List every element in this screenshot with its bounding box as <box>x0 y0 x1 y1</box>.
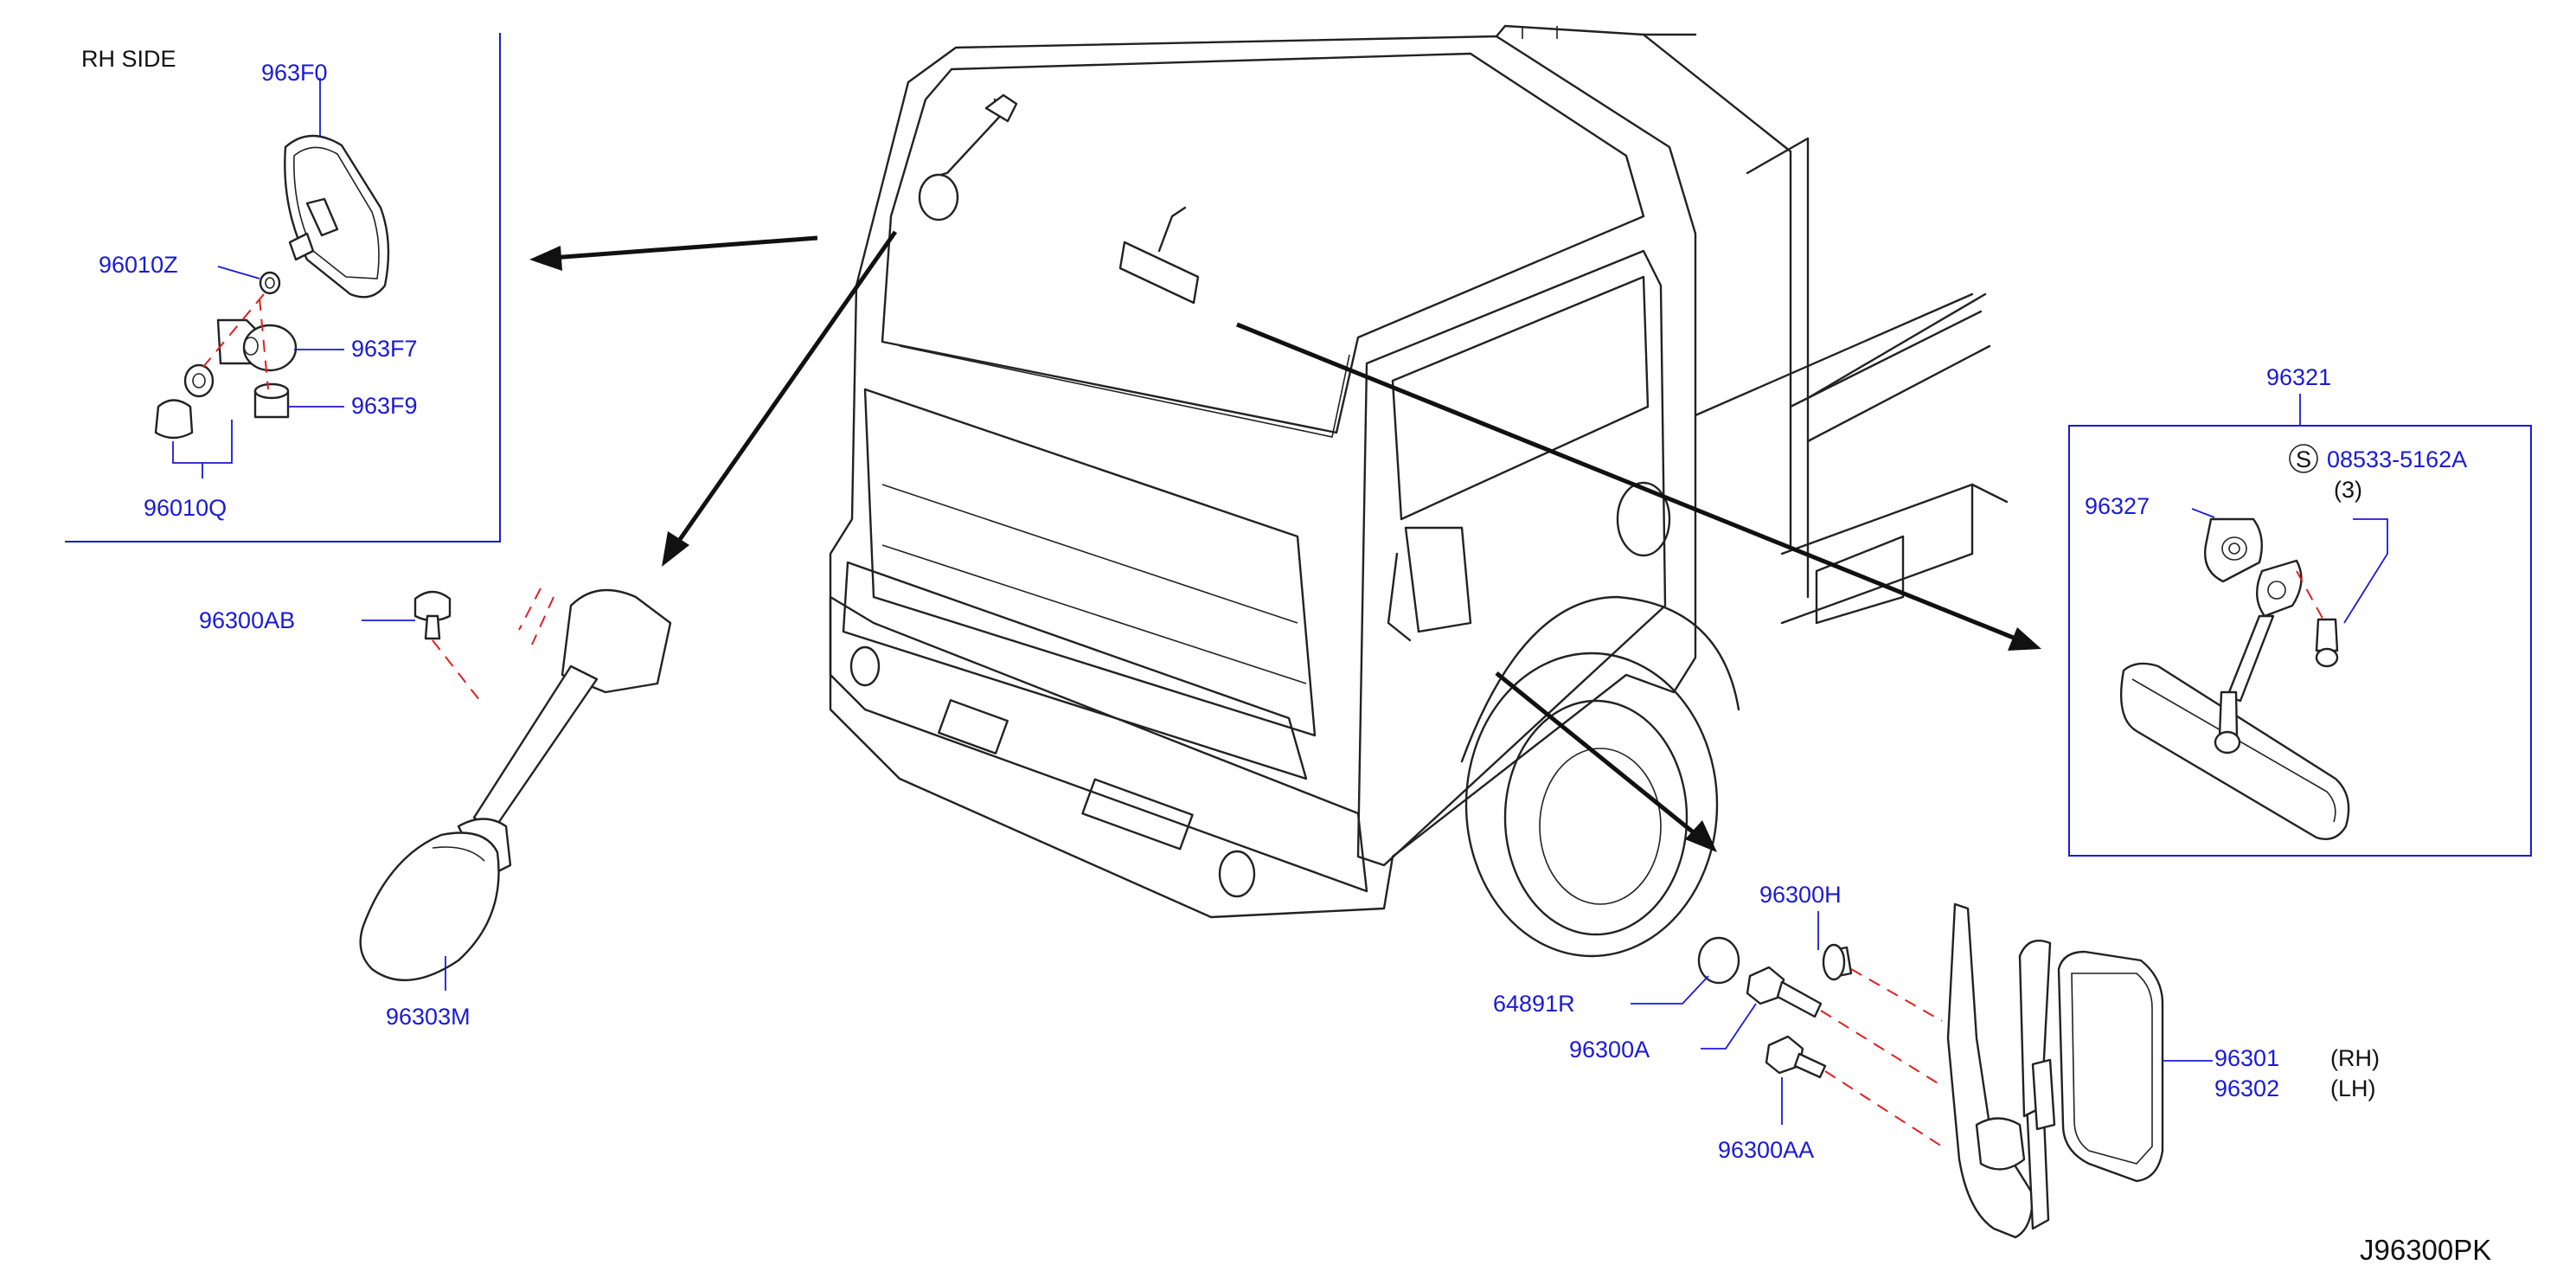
truck-cab-illustration <box>829 24 2009 958</box>
left-mirror-assembly: 96300AB 96303M <box>199 587 672 1030</box>
rh-side-inset: RH SIDE <box>65 33 501 542</box>
rearview-mirror <box>2120 662 2350 841</box>
bolt-96300AA <box>1765 1035 1827 1079</box>
label-96300H: 96300H <box>1759 882 1842 908</box>
screw-symbol-circle <box>2289 444 2318 473</box>
door-mirror-assembly: 64891R 96300H 96300A 96300AA <box>1493 882 2380 1239</box>
label-96301: 96301 <box>2214 1045 2279 1071</box>
screw-08533-5162A <box>2315 618 2339 668</box>
cap-64891R <box>1697 936 1740 985</box>
label-lh: (LH) <box>2330 1075 2376 1101</box>
rh-side-inset-frame <box>65 33 501 542</box>
washer-96010Z <box>259 271 281 295</box>
rh-side-title: RH SIDE <box>81 46 176 72</box>
bolt-96300A <box>1746 966 1823 1018</box>
label-963F9: 963F9 <box>351 393 418 419</box>
inner-mirror-inset: 96321 S 08533-5162A (3) 96327 <box>2068 364 2532 857</box>
label-96302: 96302 <box>2214 1075 2279 1101</box>
clamp-963F7 <box>216 318 298 372</box>
clip-96300H <box>1822 943 1853 981</box>
label-96300A: 96300A <box>1569 1037 1650 1063</box>
bolt-96300AB <box>413 590 452 640</box>
label-96321: 96321 <box>2266 364 2331 390</box>
nut-and-cap-96010Q <box>154 363 215 440</box>
label-963F7: 963F7 <box>351 336 418 362</box>
label-96010Q: 96010Q <box>144 495 227 521</box>
label-96010Z: 96010Z <box>99 252 178 278</box>
mirror-96301-96302 <box>1946 902 2164 1239</box>
mirror-96303M <box>359 588 672 982</box>
diagram-code: J96300PK <box>2360 1234 2491 1266</box>
mount-plate-96327 <box>2204 517 2263 583</box>
label-96303M: 96303M <box>386 1004 471 1030</box>
label-rh: (RH) <box>2330 1045 2380 1071</box>
sleeve-963F9 <box>253 382 290 419</box>
mirror-head-963F0 <box>284 134 390 299</box>
bracket-96321 <box>2226 559 2303 703</box>
label-96300AB: 96300AB <box>199 607 295 633</box>
label-96327: 96327 <box>2085 493 2150 519</box>
label-64891R: 64891R <box>1493 991 1575 1017</box>
screw-quantity: (3) <box>2334 477 2362 503</box>
label-96300AA: 96300AA <box>1718 1137 1814 1163</box>
label-963F0: 963F0 <box>261 60 328 86</box>
screw-symbol: S <box>2296 446 2311 472</box>
pointer-arrows <box>529 230 2041 852</box>
label-08533-5162A: 08533-5162A <box>2327 446 2467 472</box>
